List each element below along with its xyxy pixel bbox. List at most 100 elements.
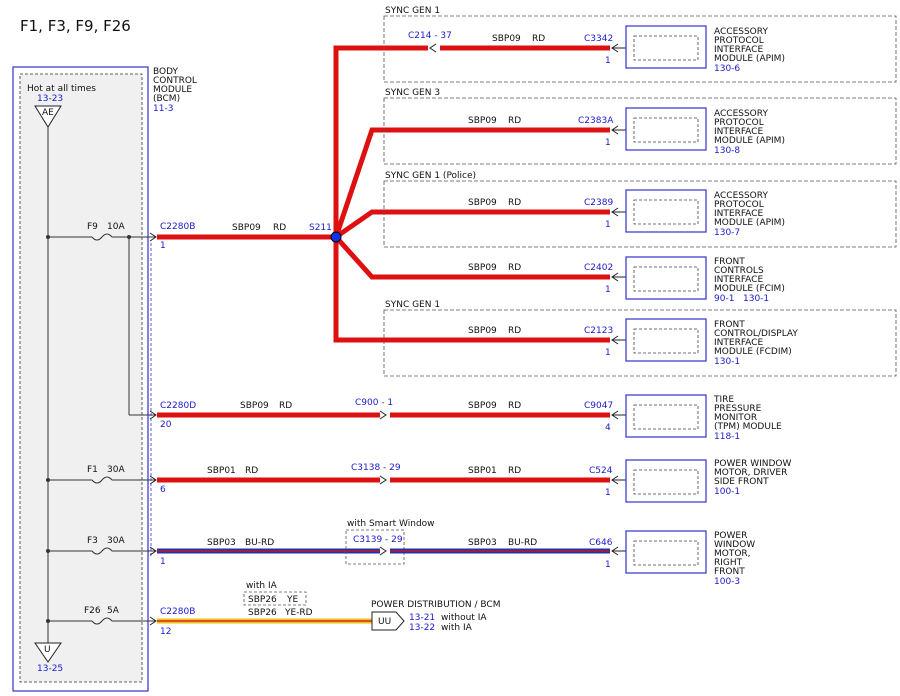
power-dist-note-2: with IA <box>441 623 473 633</box>
hot-ref: 13-23 <box>37 94 63 104</box>
branch-wire-c2123 <box>333 237 610 343</box>
f9-rating: 10A <box>107 222 125 232</box>
apimp-line3: INTERFACE <box>714 209 763 219</box>
apimp-ref: 130-7 <box>714 228 740 238</box>
power-dist-circuit: SBP26 <box>248 608 277 618</box>
branch1-circuit: SBP09 <box>468 116 497 126</box>
f1-name: F1 <box>87 465 98 475</box>
diagram-title: F1, F3, F9, F26 <box>20 17 131 35</box>
f26-name: F26 <box>84 606 101 616</box>
c2280b-arrow-icon <box>149 232 157 242</box>
branch3-circuit: SBP09 <box>468 263 497 273</box>
splice-label: S211 <box>309 223 332 233</box>
bcm-ref: 11-3 <box>153 104 173 114</box>
apim1-ref: 130-6 <box>714 64 740 74</box>
apim3-line3: INTERFACE <box>714 127 763 137</box>
pwm-driver-circuit: SBP01 <box>207 466 236 476</box>
tpm-inline-connector: C900 - 1 <box>355 398 393 408</box>
fcdim-line2: CONTROL/DISPLAY <box>714 329 798 339</box>
branch1-connector: C2383A <box>578 116 614 126</box>
branch2-circuit: SBP09 <box>468 198 497 208</box>
main-pin: 1 <box>160 241 166 251</box>
u-terminal-icon <box>34 642 62 663</box>
branch0-connector: C3342 <box>584 34 613 44</box>
apim3-line2: PROTOCOL <box>714 118 764 128</box>
c214-arrow-icon <box>429 43 437 53</box>
power-dist-bcm-pin: 12 <box>160 627 171 637</box>
branch4-connector: C2123 <box>584 326 613 336</box>
branch0-circuit: SBP09 <box>492 34 521 44</box>
fcdim-line1: FRONT <box>714 320 745 330</box>
pwm-right-line3: MOTOR, <box>714 549 751 559</box>
fcdim-ref: 130-1 <box>714 357 740 367</box>
power-dist-bcm-connector: C2280B <box>160 607 195 617</box>
pwm-right-color: BU-RD <box>245 538 274 548</box>
branch1-color: RD <box>508 116 521 126</box>
pwm-right-line2: WINDOW <box>714 540 755 550</box>
smart-window-option-box <box>345 529 405 565</box>
branch0-color: RD <box>532 34 545 44</box>
apim1-line2: PROTOCOL <box>714 36 764 46</box>
power-dist-dest: POWER DISTRIBUTION / BCM <box>371 600 500 610</box>
branch3-connector: C2402 <box>584 263 613 273</box>
sync-gen1-fcdim-group <box>383 309 897 377</box>
u-terminal-ref: 13-25 <box>37 664 63 674</box>
branch4-color: RD <box>508 326 521 336</box>
pwm-right-line5: FRONT <box>714 567 745 577</box>
tpm-line2: PRESSURE <box>714 404 762 414</box>
pwm-right-circuit: SBP03 <box>207 538 236 548</box>
fcdim-line4: MODULE (FCDIM) <box>714 347 792 357</box>
c3138-arrow-icon <box>379 475 387 485</box>
pin12-arrow-icon <box>149 616 157 626</box>
splice-s211-icon <box>330 231 342 243</box>
pwm-driver-module-connector: C524 <box>589 466 613 476</box>
pin1-arrow-icon <box>149 546 157 556</box>
group-label-1: SYNC GEN 3 <box>385 88 440 98</box>
pwm-driver-circuit2: SBP01 <box>468 466 497 476</box>
pwm-driver-line1: POWER WINDOW <box>714 459 792 469</box>
bcm-fuse-panel <box>19 73 143 683</box>
pwm-right-line1: POWER <box>714 531 747 541</box>
tpm-line3: MONITOR <box>714 413 757 423</box>
branch2-color: RD <box>508 198 521 208</box>
power-dist-ref-1: 13-21 <box>409 613 435 623</box>
pwm-right-ref: 100-3 <box>714 577 740 587</box>
power-dist-option: with IA <box>246 581 278 591</box>
group-label-0: SYNC GEN 1 <box>385 6 440 16</box>
pwm-driver-color: RD <box>245 466 258 476</box>
module-fcim <box>611 256 707 300</box>
apim1-line4: MODULE (APIM) <box>714 54 785 64</box>
c2280d-arrow-icon <box>149 410 157 420</box>
tpm-ref: 118-1 <box>714 432 740 442</box>
module-fcdim <box>611 318 707 362</box>
ae-terminal-label: AE <box>42 108 54 118</box>
pwm-right-module-pin: 1 <box>605 560 611 570</box>
module-apim-gen1 <box>611 25 707 69</box>
branch-wire-c2383a <box>333 127 610 238</box>
power-dist-color: YE-RD <box>284 608 313 618</box>
bcm-name-line-2: CONTROL <box>153 76 197 86</box>
f26-rating: 5A <box>107 606 120 616</box>
u-terminal-label: U <box>44 645 51 655</box>
branch2-pin: 1 <box>605 220 611 230</box>
f9-name: F9 <box>87 222 98 232</box>
bcm-module-box <box>12 66 149 692</box>
group-label-4: SYNC GEN 1 <box>385 300 440 310</box>
bcm-name-line-1: BODY <box>153 67 179 77</box>
branch-wire-c3342 <box>333 45 404 237</box>
sync-gen1-police-group <box>383 180 897 248</box>
pwm-driver-module-pin: 1 <box>605 488 611 498</box>
module-tpm <box>611 394 707 438</box>
bcm-name-line-4: (BCM) <box>153 94 180 104</box>
pwm-driver-bcm-pin: 6 <box>160 485 166 495</box>
hot-at-all-times-label: Hot at all times <box>27 84 96 94</box>
tpm-module-connector: C9047 <box>584 401 613 411</box>
pwm-driver-ref: 100-1 <box>714 487 740 497</box>
pwm-driver-inline-connector: C3138 - 29 <box>351 463 401 473</box>
tpm-bcm-pin: 20 <box>160 420 172 430</box>
module-apim-gen3 <box>611 107 707 151</box>
tpm-line4: (TPM) MODULE <box>714 422 782 432</box>
module-pwm-driver <box>611 459 707 503</box>
power-dist-alt-circuit: SBP26 <box>248 595 277 605</box>
